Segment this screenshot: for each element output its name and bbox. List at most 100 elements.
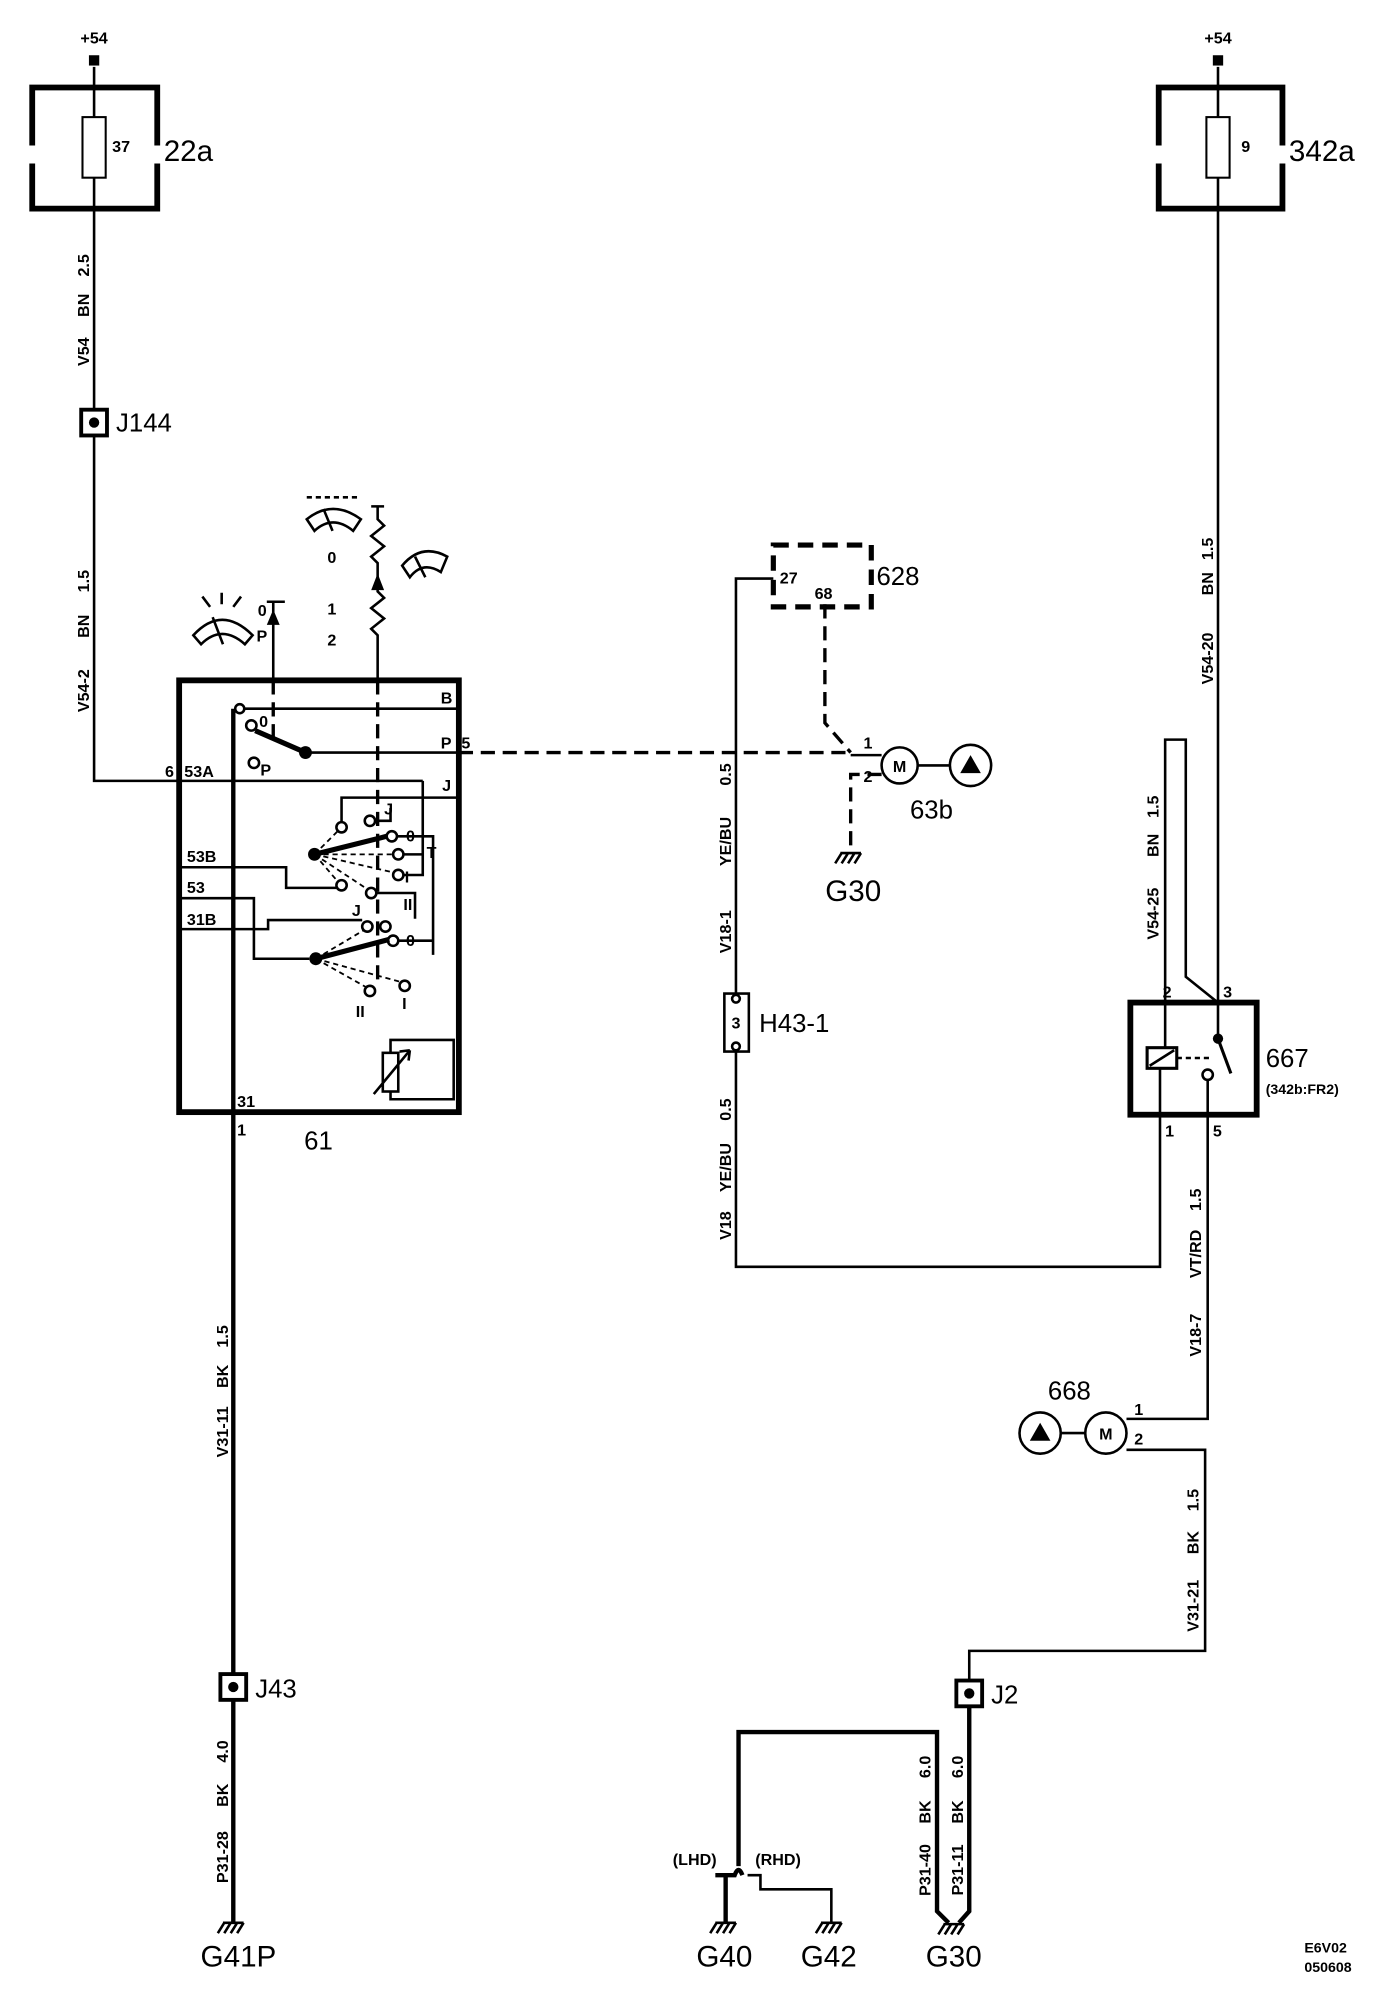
drawing-date: 050608 [1304,1960,1351,1976]
wire-628-68 [823,604,852,754]
ground-g41p: G41P [201,1921,276,1974]
relay-contact [1201,1068,1215,1082]
wire-p31-11 [957,1706,972,1925]
wire-label-v54-25: V54-25 BN 1.5 [1145,795,1163,939]
contact [364,886,378,900]
wire-label-p31-11: P31-11 BK 6.0 [949,1756,967,1896]
wire [340,796,459,823]
lhd-label: (LHD) [673,1851,717,1869]
ground-label: G30 [825,875,881,908]
wire-v18 [734,1051,1162,1269]
junction-dot [88,417,100,428]
pin-2: 2 [1134,1431,1143,1449]
pin-b: B [441,690,453,708]
connector-pin [730,1041,742,1052]
fuse-box [1155,84,1286,212]
fuse-22a: +54 37 22a [29,30,214,212]
wire-color: BN [75,294,93,317]
wire-circuit: V54-2 [75,669,93,712]
drive-side-selector: (LHD) (RHD) [673,1851,833,1922]
wire-circuit: V54-25 [1145,888,1163,940]
motor-63b: 1 2 M 63b [864,735,993,824]
ground-label: G30 [926,1941,982,1974]
wire [747,1873,833,1922]
pin-53a-number: 6 [165,763,174,781]
contact [398,979,412,993]
ground-icon [833,851,863,865]
wire-v54-25 [1163,738,1219,1004]
pin-1: 1 [1165,1123,1174,1141]
module-box [770,542,874,610]
relay-coil-mark [1149,1049,1175,1067]
wire-label-v31-21: V31-21 BK 1.5 [1185,1489,1203,1632]
wire-label-p31-28: P31-28 BK 4.0 [214,1740,232,1883]
wire-circuit: P31-28 [214,1831,232,1883]
ground-g40: G40 [696,1921,752,1974]
arrow-up-icon [266,609,280,625]
switch-lever [254,728,307,755]
ground-g30-bottom: G30 [926,1922,982,1974]
wiper-icon [400,549,449,580]
pin-2: 2 [864,768,873,786]
wire-circuit: V18 [717,1211,735,1240]
ground-g42: G42 [801,1921,857,1974]
wire-v54-left [92,66,423,783]
wire [179,918,363,931]
pin-27: 27 [780,570,798,588]
component-label: 667 [1266,1045,1309,1073]
switch-lever [315,936,390,962]
wire-label-v31-11: V31-11 BK 1.5 [214,1325,232,1457]
contact-j: J [384,800,393,818]
contact-ii: II [403,896,412,914]
wire-size: 1.5 [1185,1489,1203,1511]
relay-note: (342b:FR2) [1266,1082,1339,1098]
pump-triangle [1029,1422,1051,1441]
wire-label-v54: V54 BN 2.5 [75,254,93,366]
wire-label-v54-2: V54-2 BN 1.5 [75,570,93,712]
module-628: 27 68 628 [770,542,919,610]
wire-size: 4.0 [214,1740,232,1762]
module-label: 628 [876,563,919,591]
contact-0: 0 [259,713,268,731]
arrow-up-icon [371,573,385,591]
contact [385,829,399,843]
wire-circuit: V18-1 [717,910,735,953]
ground-label: G40 [696,1941,752,1974]
washer-position-p: P [256,628,267,646]
contact [247,756,261,770]
spring-actuator [369,505,387,681]
ground-icon [216,1921,245,1935]
fuse-number: 9 [1241,138,1250,156]
wire [375,807,435,955]
drawing-code: E6V02 050608 [1304,1940,1351,1975]
supply-label: +54 [80,30,107,48]
wire-size: 6.0 [917,1756,935,1778]
wire-color: BN [1145,834,1163,857]
pin-5: 5 [1213,1123,1222,1141]
connector-label: H43-1 [759,1010,829,1038]
component-label: 61 [304,1128,333,1156]
junction-dot [964,1688,975,1699]
fuse-element [1205,116,1231,179]
contact [363,814,377,828]
motor-letter: M [1099,1426,1112,1444]
junction-j43: J43 [218,1672,297,1703]
fuse-label: 342a [1289,135,1355,168]
wire-circuit: V31-11 [214,1406,232,1457]
contact [391,847,405,861]
contact-0: 0 [406,827,415,845]
wiper-intermittent-icon [305,496,363,533]
wire-label-p31-40: P31-40 BK 6.0 [917,1756,935,1896]
rhd-label: (RHD) [755,1851,801,1869]
wire-color: VT/RD [1187,1230,1205,1278]
wire-color: BN [1199,572,1217,595]
contact [378,920,392,933]
wiper-switch-61: 0 P 0 1 2 61 B 0 P [165,496,470,1156]
wire-size: 1.5 [1145,795,1163,817]
washer-wiper-icon [191,592,255,647]
wire-color: YE/BU [717,817,735,866]
pin-p-number: 5 [461,735,470,753]
wire-color: BK [214,1783,232,1807]
supply-terminal [88,55,100,66]
wire-color: YE/BU [717,1143,735,1192]
